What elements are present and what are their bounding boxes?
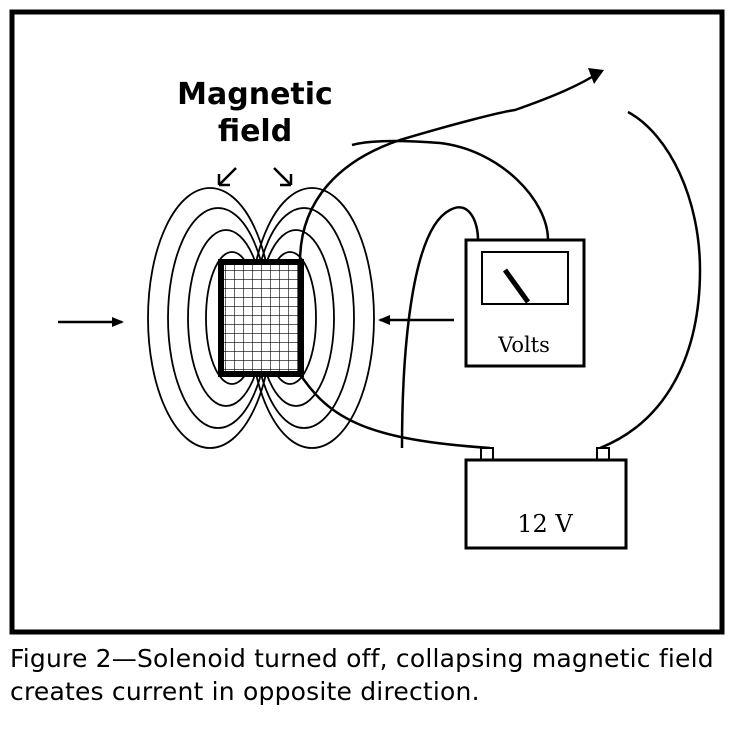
solenoid-coil: [218, 259, 304, 377]
figure-caption: Figure 2—Solenoid turned off, collapsing…: [10, 644, 714, 706]
wire-arrow-icon: [588, 68, 604, 84]
voltmeter: Volts: [464, 238, 586, 368]
circuit-wires: [298, 70, 702, 450]
figure-frame: [9, 9, 725, 635]
battery: 12 V: [464, 447, 628, 550]
meter-needle-icon: [502, 268, 531, 304]
field-pointer-arrows: [217, 167, 293, 187]
battery-label: 12 V: [517, 510, 573, 538]
magnetic-field-label-line2: field: [218, 114, 292, 149]
solenoid-diagram: Magnetic field Volts 12 V: [9, 9, 725, 635]
magnetic-field-label-line1: Magnetic: [177, 77, 333, 112]
voltmeter-label: Volts: [497, 333, 550, 357]
